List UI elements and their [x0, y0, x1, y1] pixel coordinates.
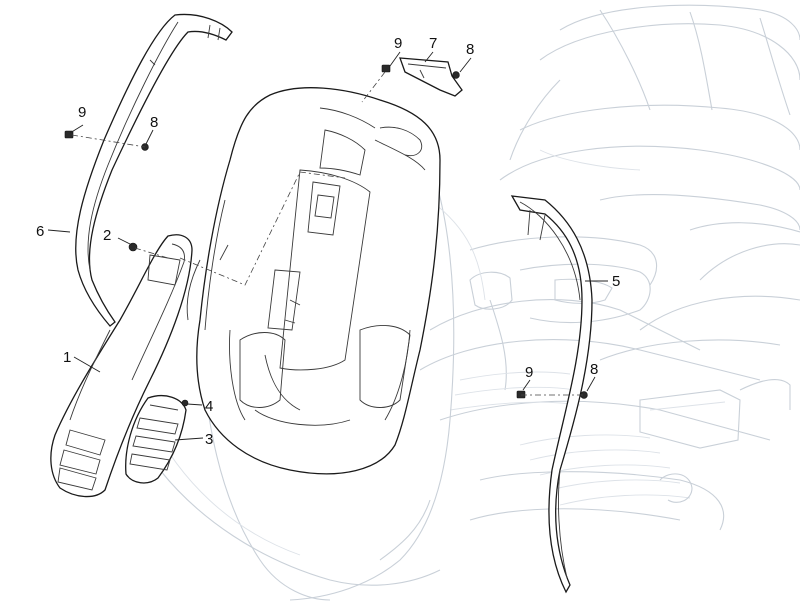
callout-1: 1: [63, 349, 71, 366]
callout-8-top: 8: [466, 41, 474, 58]
assembly-lines: [71, 71, 584, 396]
screw-4: [181, 399, 189, 407]
callout-8-right: 8: [590, 361, 598, 378]
callout-5: 5: [612, 273, 620, 290]
screw-8-upper: [452, 71, 460, 79]
callout-3: 3: [205, 431, 213, 448]
scooter-body-outline: [149, 4, 800, 601]
horncast-cover: [50, 234, 193, 498]
right-trim-strip: [510, 195, 593, 594]
callout-7: 7: [429, 35, 437, 52]
callout-6: 6: [36, 223, 44, 240]
callout-9-top: 9: [394, 35, 402, 52]
callout-2: 2: [103, 227, 111, 244]
bracket: [399, 57, 463, 97]
grille-panel: [125, 395, 187, 484]
callout-8-left: 8: [150, 114, 158, 131]
callout-9-left: 9: [78, 104, 86, 121]
leader-lines: [47, 51, 608, 441]
callout-labels: 6 9 8 2 1 4 3 9 7 8 5 9 8: [36, 35, 620, 448]
left-trim-strip: [75, 13, 233, 327]
callout-4: 4: [205, 398, 213, 415]
nut-9-right: [516, 390, 526, 399]
front-shield: [186, 87, 441, 475]
callout-9-right: 9: [525, 364, 533, 381]
nut-9-upper: [381, 64, 391, 73]
